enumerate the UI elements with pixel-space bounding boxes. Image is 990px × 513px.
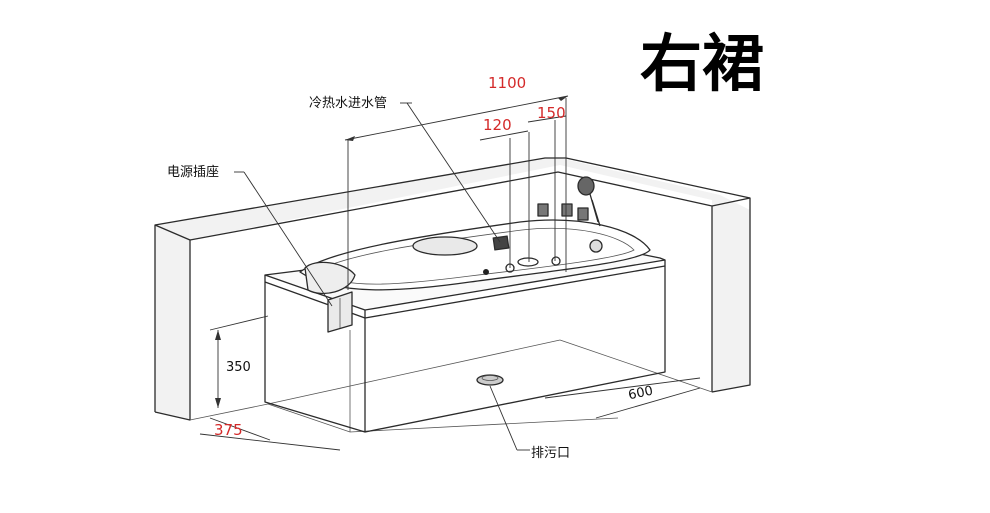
callout-inlet-pipe: 冷热水进水管 xyxy=(309,96,501,243)
floor-lines xyxy=(267,330,713,433)
dimension-1100: 1100 xyxy=(344,74,569,290)
floor-drain xyxy=(476,374,504,386)
dimension-120: 120 xyxy=(479,116,530,268)
drain-label: 排污口 xyxy=(531,446,570,461)
dim-label-350: 350 xyxy=(226,360,251,375)
power-socket-label: 电源插座 xyxy=(167,165,219,180)
shower-head-icon xyxy=(577,176,599,223)
callout-drain: 排污口 xyxy=(489,385,570,461)
bathtub xyxy=(264,176,666,433)
inlet-pipe-label: 冷热水进水管 xyxy=(309,96,387,111)
dimension-150: 150 xyxy=(527,104,567,261)
dim-label-375: 375 xyxy=(214,421,243,439)
dim-label-150: 150 xyxy=(537,104,566,122)
dimension-350: 350 xyxy=(209,315,269,408)
dimension-600: 600 xyxy=(544,377,701,419)
dim-label-1100: 1100 xyxy=(488,74,526,92)
power-socket-box xyxy=(327,291,353,333)
jet-dot xyxy=(483,269,489,275)
dimension-375: 375 xyxy=(199,417,341,451)
dim-label-600: 600 xyxy=(627,383,654,403)
dim-label-120: 120 xyxy=(483,116,512,134)
callout-power-socket: 电源插座 xyxy=(167,165,333,307)
diagram-title: 右裙 xyxy=(640,27,764,100)
